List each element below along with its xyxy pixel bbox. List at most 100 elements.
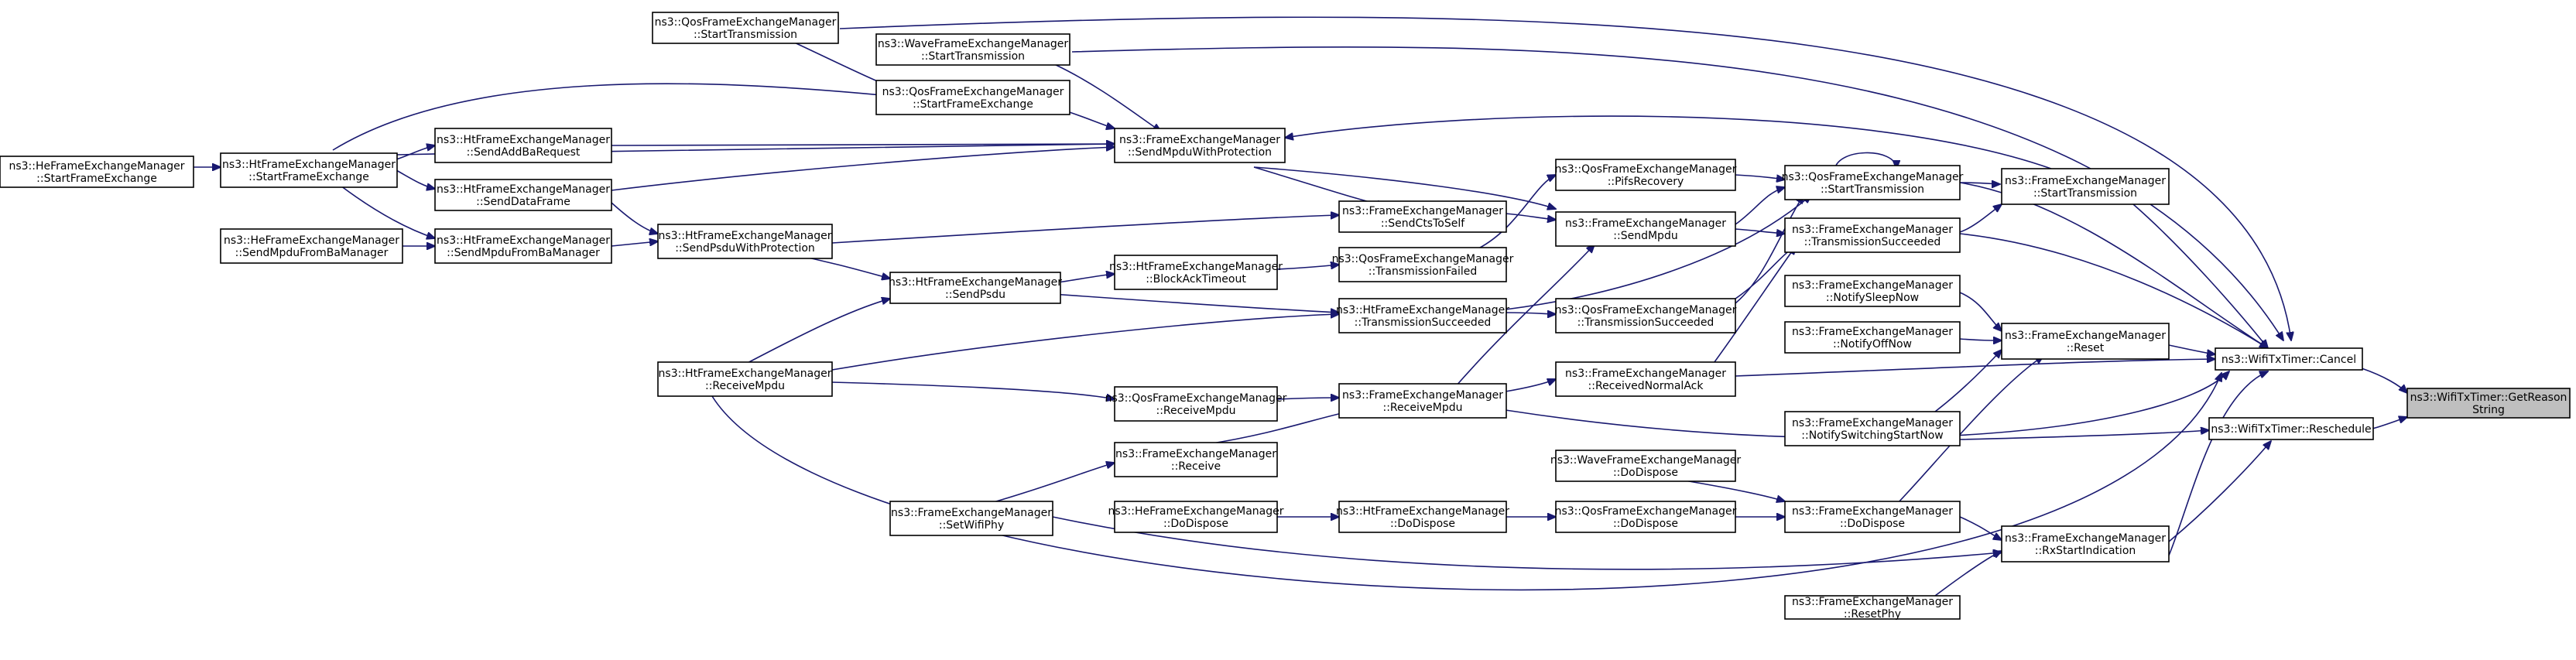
node-box xyxy=(2406,388,2571,419)
edge-smfba-to-sendpsdu-prot xyxy=(611,241,658,247)
node-label-line: ::SetWifiPhy xyxy=(939,519,1004,532)
edge-qos-receive-to-receive xyxy=(1276,398,1339,399)
node-box xyxy=(889,501,1053,536)
node-qosframeexchangemanager-pifsrecovery[interactable]: ns3::QosFrameExchangeManager::PifsRecove… xyxy=(1555,159,1737,191)
edge-qos-start-top-to-sfe xyxy=(789,39,890,87)
node-box xyxy=(434,179,612,211)
node-qosframeexchangemanager-starttransmission[interactable]: ns3::QosFrameExchangeManager::StartTrans… xyxy=(652,12,839,44)
node-frameexchangemanager-receivednormalack[interactable]: ns3::FrameExchangeManager::ReceivedNorma… xyxy=(1555,361,1736,397)
node-box xyxy=(875,80,1070,115)
node-box xyxy=(1784,595,1961,620)
node-box xyxy=(220,228,403,264)
node-qosframeexchangemanager-starttransmission[interactable]: ns3::QosFrameExchangeManager::StartTrans… xyxy=(1782,165,1964,200)
node-frameexchangemanager-notifyswitchingstartnow[interactable]: ns3::FrameExchangeManager::NotifySwitchi… xyxy=(1784,411,1961,446)
node-label-line: ns3::FrameExchangeManager xyxy=(891,507,1052,519)
node-frameexchangemanager-sendmpduwithprotection[interactable]: ns3::FrameExchangeManager::SendMpduWithP… xyxy=(1114,128,1286,163)
node-label-line: ns3::QosFrameExchangeManager xyxy=(882,86,1064,98)
node-htframeexchangemanager-transmissionsucceeded[interactable]: ns3::HtFrameExchangeManager::Transmissio… xyxy=(1336,298,1509,333)
edge-rxstart-to-cancel xyxy=(2168,371,2268,556)
node-frameexchangemanager-sendctstoself[interactable]: ns3::FrameExchangeManager::SendCtsToSelf xyxy=(1338,200,1507,233)
node-label-line: ns3::HtFrameExchangeManager xyxy=(437,234,610,247)
node-frameexchangemanager-notifysleepnow[interactable]: ns3::FrameExchangeManager::NotifySleepNo… xyxy=(1784,275,1961,307)
edge-cancel-to-getreasonstring xyxy=(2361,368,2407,393)
node-qosframeexchangemanager-transmissionsucceeded[interactable]: ns3::QosFrameExchangeManager::Transmissi… xyxy=(1555,298,1737,333)
node-box xyxy=(889,272,1061,304)
edge-smp-to-send-mpdu xyxy=(1253,166,1556,209)
node-box xyxy=(1338,200,1507,233)
node-label-line: ::Receive xyxy=(1171,460,1221,473)
node-box xyxy=(657,361,833,397)
node-box xyxy=(2215,347,2363,371)
edge-wave-dodispose-to-dodispose xyxy=(1679,479,1785,501)
node-frameexchangemanager-sendmpdu[interactable]: ns3::FrameExchangeManager::SendMpdu xyxy=(1555,211,1736,247)
node-wifitxtimer-cancel[interactable]: ns3::WifiTxTimer::Cancel xyxy=(2215,347,2363,371)
node-frameexchangemanager-receivempdu[interactable]: ns3::FrameExchangeManager::ReceiveMpdu xyxy=(1338,383,1507,419)
node-label-line: ::StartFrameExchange xyxy=(248,171,369,183)
node-label-line: ::ResetPhy xyxy=(1844,608,1901,621)
node-label-line: ns3::QosFrameExchangeManager xyxy=(1782,171,1964,183)
edge-sendpsdu-prot-to-cts xyxy=(831,215,1339,244)
node-heframeexchangemanager-dodispose[interactable]: ns3::HeFrameExchangeManager::DoDispose xyxy=(1108,501,1284,533)
node-label-line: ns3::HtFrameExchangeManager xyxy=(222,159,396,171)
node-frameexchangemanager-rxstartindication[interactable]: ns3::FrameExchangeManager::RxStartIndica… xyxy=(2001,525,2170,563)
node-label-line: ns3::FrameExchangeManager xyxy=(1792,326,1953,338)
node-frameexchangemanager-receive[interactable]: ns3::FrameExchangeManager::Receive xyxy=(1114,442,1278,477)
node-label-line: ns3::HeFrameExchangeManager xyxy=(224,234,399,247)
node-frameexchangemanager-setwifiphy[interactable]: ns3::FrameExchangeManager::SetWifiPhy xyxy=(889,501,1053,536)
node-htframeexchangemanager-dodispose[interactable]: ns3::HtFrameExchangeManager::DoDispose xyxy=(1336,501,1509,533)
node-htframeexchangemanager-blockacktimeout[interactable]: ns3::HtFrameExchangeManager::BlockAckTim… xyxy=(1109,255,1283,290)
node-label-line: ::StartTransmission xyxy=(921,50,1025,63)
node-frameexchangemanager-resetphy[interactable]: ns3::FrameExchangeManager::ResetPhy xyxy=(1784,595,1961,621)
node-heframeexchangemanager-startframeexchange[interactable]: ns3::HeFrameExchangeManager::StartFrameE… xyxy=(0,156,194,188)
node-box xyxy=(1114,128,1286,163)
node-qosframeexchangemanager-transmissionfailed[interactable]: ns3::QosFrameExchangeManager::Transmissi… xyxy=(1332,247,1514,282)
node-label-line: ::TransmissionSucceeded xyxy=(1355,316,1492,329)
node-frameexchangemanager-reset[interactable]: ns3::FrameExchangeManager::Reset xyxy=(2001,323,2170,360)
node-frameexchangemanager-transmissionsucceeded[interactable]: ns3::FrameExchangeManager::TransmissionS… xyxy=(1784,217,1961,253)
edge-received-ack-to-tx xyxy=(1711,246,1796,366)
node-frameexchangemanager-starttransmission[interactable]: ns3::FrameExchangeManager::StartTransmis… xyxy=(2001,168,2170,205)
node-label-line: ::StartFrameExchange xyxy=(36,173,157,185)
node-htframeexchangemanager-receivempdu[interactable]: ns3::HtFrameExchangeManager::ReceiveMpdu xyxy=(657,361,833,397)
node-label-line: ::SendMpdu xyxy=(1613,230,1677,242)
node-frameexchangemanager-dodispose[interactable]: ns3::FrameExchangeManager::DoDispose xyxy=(1784,501,1961,533)
node-box xyxy=(1784,321,1961,354)
edge-notify-off-to-reset xyxy=(1959,339,2002,340)
node-label-line: ns3::WifiTxTimer::GetReason xyxy=(2410,392,2567,404)
node-htframeexchangemanager-sendpsduwithprotection[interactable]: ns3::HtFrameExchangeManager::SendPsduWit… xyxy=(657,224,833,259)
node-box xyxy=(2001,525,2170,563)
edge-start-tx-to-smp xyxy=(1285,115,2052,169)
node-htframeexchangemanager-senddataframe[interactable]: ns3::HtFrameExchangeManager::SendDataFra… xyxy=(434,179,612,211)
node-label-line: ns3::HtFrameExchangeManager xyxy=(659,368,832,380)
node-box xyxy=(1784,275,1961,307)
node-htframeexchangemanager-sendaddbarequest[interactable]: ns3::HtFrameExchangeManager::SendAddBaRe… xyxy=(434,128,612,163)
node-box xyxy=(2001,168,2170,205)
edge-ht-sfe-to-senddata xyxy=(396,169,435,189)
node-frameexchangemanager-notifyoffnow[interactable]: ns3::FrameExchangeManager::NotifyOffNow xyxy=(1784,321,1961,354)
node-box xyxy=(1338,501,1507,533)
node-waveframeexchangemanager-dodispose[interactable]: ns3::WaveFrameExchangeManager::DoDispose xyxy=(1550,450,1742,482)
node-wifitxtimer-reschedule[interactable]: ns3::WifiTxTimer::Reschedule xyxy=(2208,417,2374,440)
node-qosframeexchangemanager-startframeexchange[interactable]: ns3::QosFrameExchangeManager::StartFrame… xyxy=(875,80,1070,115)
node-label-line: ::SendMpduFromBaManager xyxy=(447,247,600,259)
node-label-line: ns3::WaveFrameExchangeManager xyxy=(1550,454,1742,467)
node-qosframeexchangemanager-receivempdu[interactable]: ns3::QosFrameExchangeManager::ReceiveMpd… xyxy=(1105,386,1287,422)
node-box xyxy=(652,12,839,44)
node-htframeexchangemanager-sendmpdufrombamanager[interactable]: ns3::HtFrameExchangeManager::SendMpduFro… xyxy=(434,228,612,264)
node-box xyxy=(1784,501,1961,533)
node-label-line: ns3::FrameExchangeManager xyxy=(1119,134,1280,146)
node-heframeexchangemanager-sendmpdufrombamanager[interactable]: ns3::HeFrameExchangeManager::SendMpduFro… xyxy=(220,228,403,264)
node-qosframeexchangemanager-dodispose[interactable]: ns3::QosFrameExchangeManager::DoDispose xyxy=(1555,501,1737,533)
node-waveframeexchangemanager-starttransmission[interactable]: ns3::WaveFrameExchangeManager::StartTran… xyxy=(875,33,1070,66)
node-htframeexchangemanager-startframeexchange[interactable]: ns3::HtFrameExchangeManager::StartFrameE… xyxy=(220,152,398,188)
node-htframeexchangemanager-sendpsdu[interactable]: ns3::HtFrameExchangeManager::SendPsdu xyxy=(889,272,1062,304)
node-label-line: ns3::FrameExchangeManager xyxy=(2005,532,2166,545)
node-box xyxy=(220,152,398,188)
edge-pifsrecovery-to-qos-start-tx xyxy=(1735,174,1785,180)
edge-senddata-to-sendpsdu-prot xyxy=(611,202,658,234)
node-box xyxy=(434,128,612,163)
node-box xyxy=(2208,417,2374,440)
node-label-line: ns3::FrameExchangeManager xyxy=(1792,596,1953,608)
